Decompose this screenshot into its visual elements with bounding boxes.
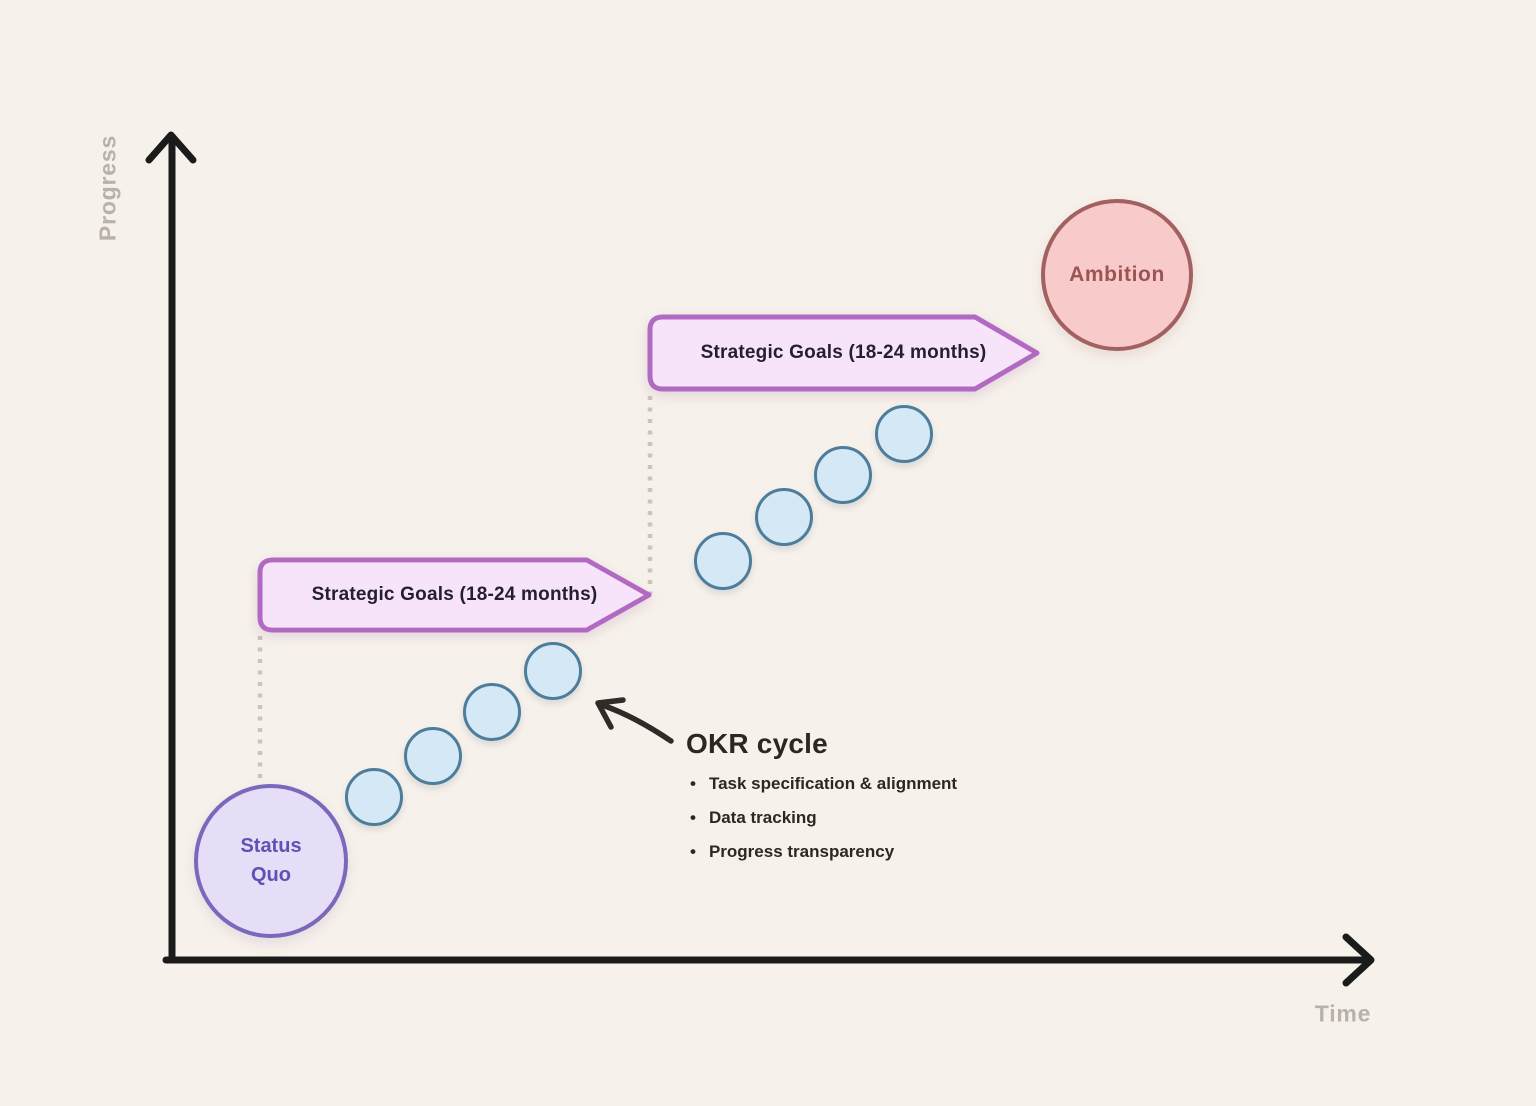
okr-bullet-item: Progress transparency xyxy=(690,842,957,862)
x-axis-arrow-icon xyxy=(1342,933,1375,987)
okr-bullet-text: Data tracking xyxy=(708,808,817,827)
strategic-goals-banner-upper-label: Strategic Goals (18-24 months) xyxy=(700,342,987,363)
okr-dot[interactable] xyxy=(814,446,872,504)
status-quo-node[interactable]: Status Quo xyxy=(194,784,348,938)
okr-cycle-annotation: OKR cycle Task specification & alignment… xyxy=(686,728,957,876)
okr-dot[interactable] xyxy=(345,768,403,826)
okr-bullet-item: Task specification & alignment xyxy=(690,774,957,794)
y-axis-arrow-icon xyxy=(145,131,197,164)
okr-annotation-arrow-shaft xyxy=(599,702,674,744)
banner-ribbon-shape xyxy=(647,314,1040,392)
strategic-goals-banner-lower-label: Strategic Goals (18-24 months) xyxy=(311,584,598,605)
okr-dot[interactable] xyxy=(875,405,933,463)
okr-dot[interactable] xyxy=(755,488,813,546)
okr-dot[interactable] xyxy=(694,532,752,590)
okr-dot[interactable] xyxy=(404,727,462,785)
x-axis-label: Time xyxy=(1314,1000,1372,1027)
status-quo-label-line2: Quo xyxy=(251,864,291,886)
status-quo-label-line1: Status xyxy=(240,835,302,857)
ambition-node[interactable]: Ambition xyxy=(1041,199,1193,351)
strategic-goals-banner-lower[interactable]: Strategic Goals (18-24 months) xyxy=(257,557,652,633)
okr-bullet-text: Progress transparency xyxy=(708,842,895,861)
okr-bullet-text: Task specification & alignment xyxy=(708,774,958,793)
okr-annotation-arrow-head-icon xyxy=(595,697,626,730)
okr-cycle-title: OKR cycle xyxy=(686,728,828,759)
okr-dot[interactable] xyxy=(463,683,521,741)
strategic-goals-banner-upper[interactable]: Strategic Goals (18-24 months) xyxy=(647,314,1040,392)
y-axis-label: Progress xyxy=(94,134,121,242)
okr-cycle-bullet-list: Task specification & alignment Data trac… xyxy=(690,774,957,862)
banner-ribbon-shape xyxy=(257,557,652,633)
okr-dot[interactable] xyxy=(524,642,582,700)
ambition-label: Ambition xyxy=(1069,263,1165,286)
okr-bullet-item: Data tracking xyxy=(690,808,957,828)
